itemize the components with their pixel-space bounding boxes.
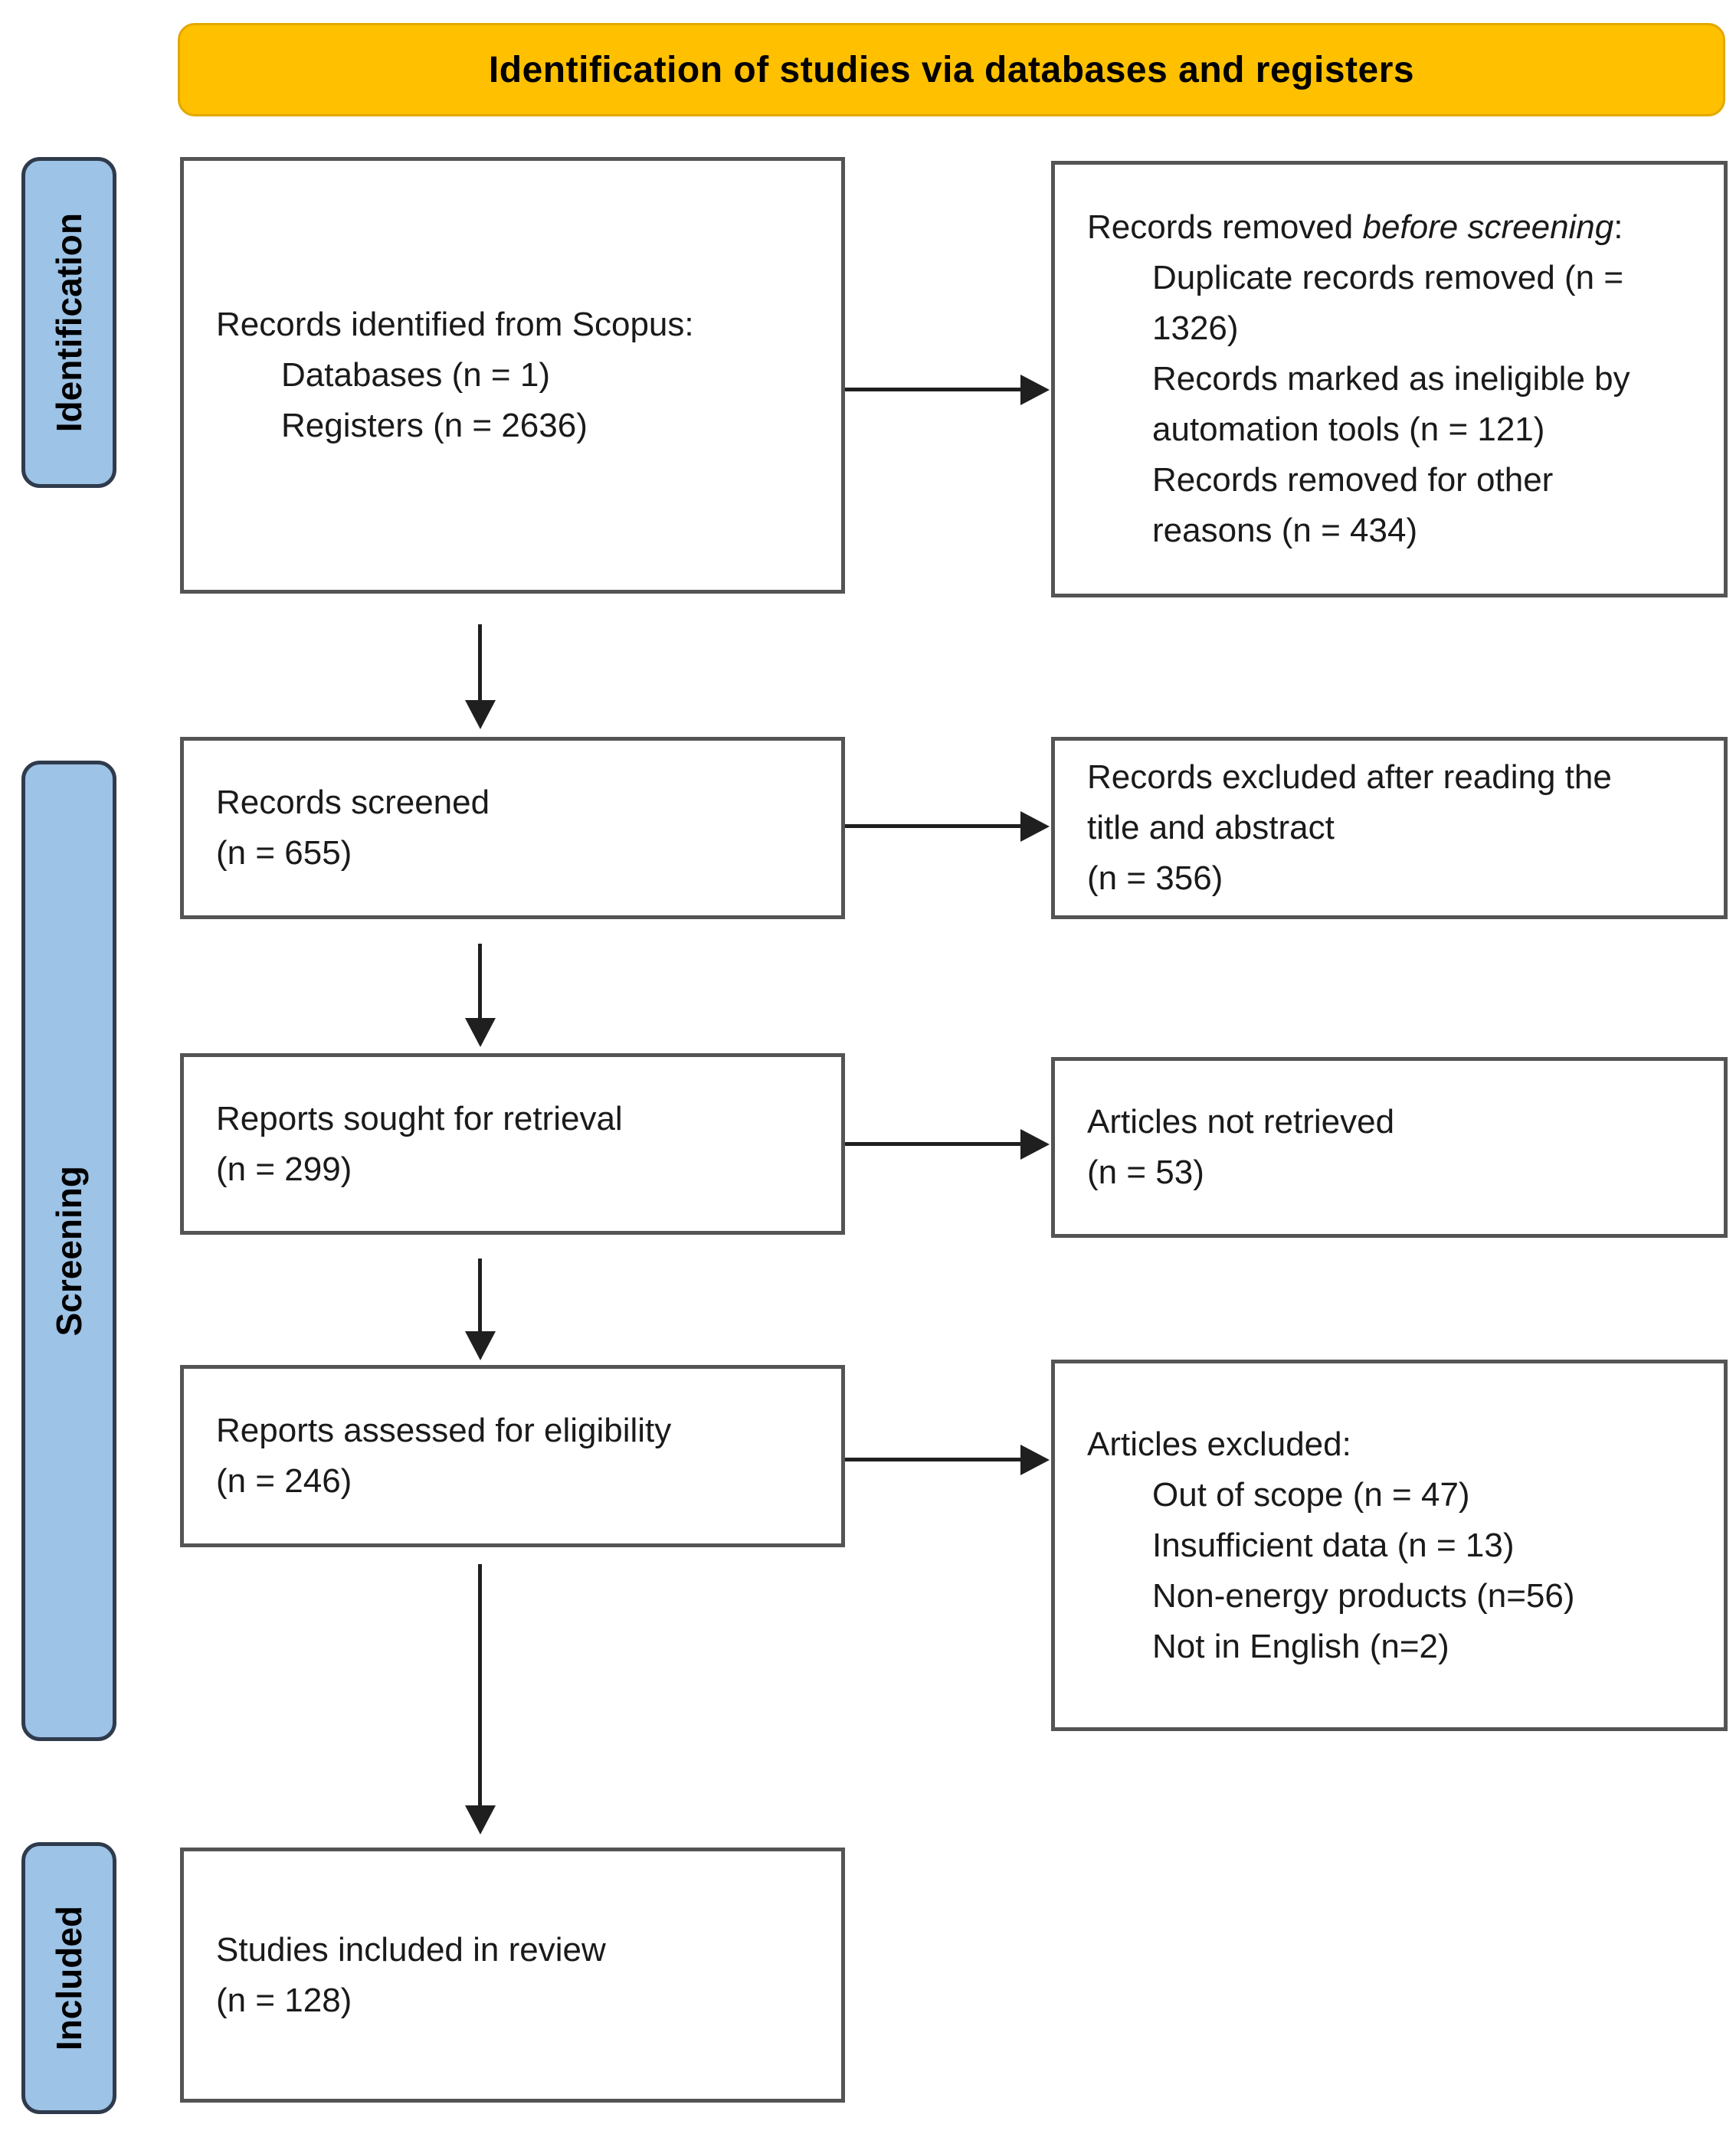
arrow-down-assessed-to-included xyxy=(478,1564,482,1806)
box-records-identified: Records identified from Scopus: Database… xyxy=(180,157,845,594)
stage-bar-identification: Identification xyxy=(21,157,116,488)
box-records-screened: Records screened (n = 655) xyxy=(180,737,845,919)
reports-assessed-count: (n = 246) xyxy=(216,1462,352,1500)
arrow-down-sought-to-assessed xyxy=(478,1258,482,1332)
records-excluded-count: (n = 356) xyxy=(1087,859,1223,897)
stage-label-screening: Screening xyxy=(49,1165,89,1337)
reports-sought-label: Reports sought for retrieval xyxy=(216,1099,623,1137)
records-removed-item-other: Records removed for other reasons (n = 4… xyxy=(1152,461,1554,549)
studies-included-count: (n = 128) xyxy=(216,1981,352,2019)
articles-excluded-item-data: Insufficient data (n = 13) xyxy=(1152,1526,1515,1564)
articles-excluded-heading: Articles excluded: xyxy=(1087,1425,1351,1463)
arrow-right-screened-to-excluded xyxy=(845,824,1021,828)
articles-excluded-item-english: Not in English (n=2) xyxy=(1152,1627,1449,1665)
records-identified-item-databases: Databases (n = 1) xyxy=(281,356,550,394)
box-articles-not-retrieved: Articles not retrieved (n = 53) xyxy=(1051,1057,1728,1238)
records-screened-count: (n = 655) xyxy=(216,834,352,872)
reports-assessed-label: Reports assessed for eligibility xyxy=(216,1412,672,1449)
stage-label-included: Included xyxy=(49,1905,89,2051)
studies-included-label: Studies included in review xyxy=(216,1930,606,1969)
stage-label-identification: Identification xyxy=(49,212,89,433)
records-removed-heading-italic: before screening xyxy=(1362,208,1614,246)
records-removed-item-duplicates: Duplicate records removed (n = 1326) xyxy=(1152,259,1624,347)
arrow-down-identified-to-screened xyxy=(478,624,482,701)
records-removed-item-automation: Records marked as ineligible by automati… xyxy=(1152,360,1630,448)
records-screened-label: Records screened xyxy=(216,784,490,821)
box-studies-included: Studies included in review (n = 128) xyxy=(180,1848,845,2103)
box-records-excluded: Records excluded after reading the title… xyxy=(1051,737,1728,919)
articles-not-retrieved-count: (n = 53) xyxy=(1087,1154,1204,1191)
records-identified-heading: Records identified from Scopus: xyxy=(216,306,694,343)
arrow-right-identified-to-removed xyxy=(845,388,1021,391)
articles-excluded-item-scope: Out of scope (n = 47) xyxy=(1152,1475,1470,1514)
records-excluded-label: Records excluded after reading the title… xyxy=(1087,758,1612,846)
articles-excluded-item-nonenergy: Non-energy products (n=56) xyxy=(1152,1576,1575,1615)
articles-not-retrieved-label: Articles not retrieved xyxy=(1087,1103,1395,1141)
banner-title: Identification of studies via databases … xyxy=(488,49,1415,90)
box-reports-assessed: Reports assessed for eligibility (n = 24… xyxy=(180,1365,845,1547)
records-removed-heading-prefix: Records removed xyxy=(1087,208,1363,246)
reports-sought-count: (n = 299) xyxy=(216,1150,352,1188)
box-records-removed: Records removed before screening: Duplic… xyxy=(1051,161,1728,597)
header-banner: Identification of studies via databases … xyxy=(178,23,1725,116)
stage-bar-screening: Screening xyxy=(21,761,116,1741)
arrow-right-assessed-to-articles-excluded xyxy=(845,1458,1021,1461)
arrow-down-screened-to-sought xyxy=(478,944,482,1019)
records-removed-heading-suffix: : xyxy=(1613,208,1623,246)
records-identified-item-registers: Registers (n = 2636) xyxy=(281,407,588,444)
box-articles-excluded: Articles excluded: Out of scope (n = 47)… xyxy=(1051,1360,1728,1731)
box-reports-sought: Reports sought for retrieval (n = 299) xyxy=(180,1053,845,1235)
arrow-right-sought-to-not-retrieved xyxy=(845,1142,1021,1146)
records-removed-heading: Records removed before screening: xyxy=(1087,202,1670,253)
stage-bar-included: Included xyxy=(21,1842,116,2114)
